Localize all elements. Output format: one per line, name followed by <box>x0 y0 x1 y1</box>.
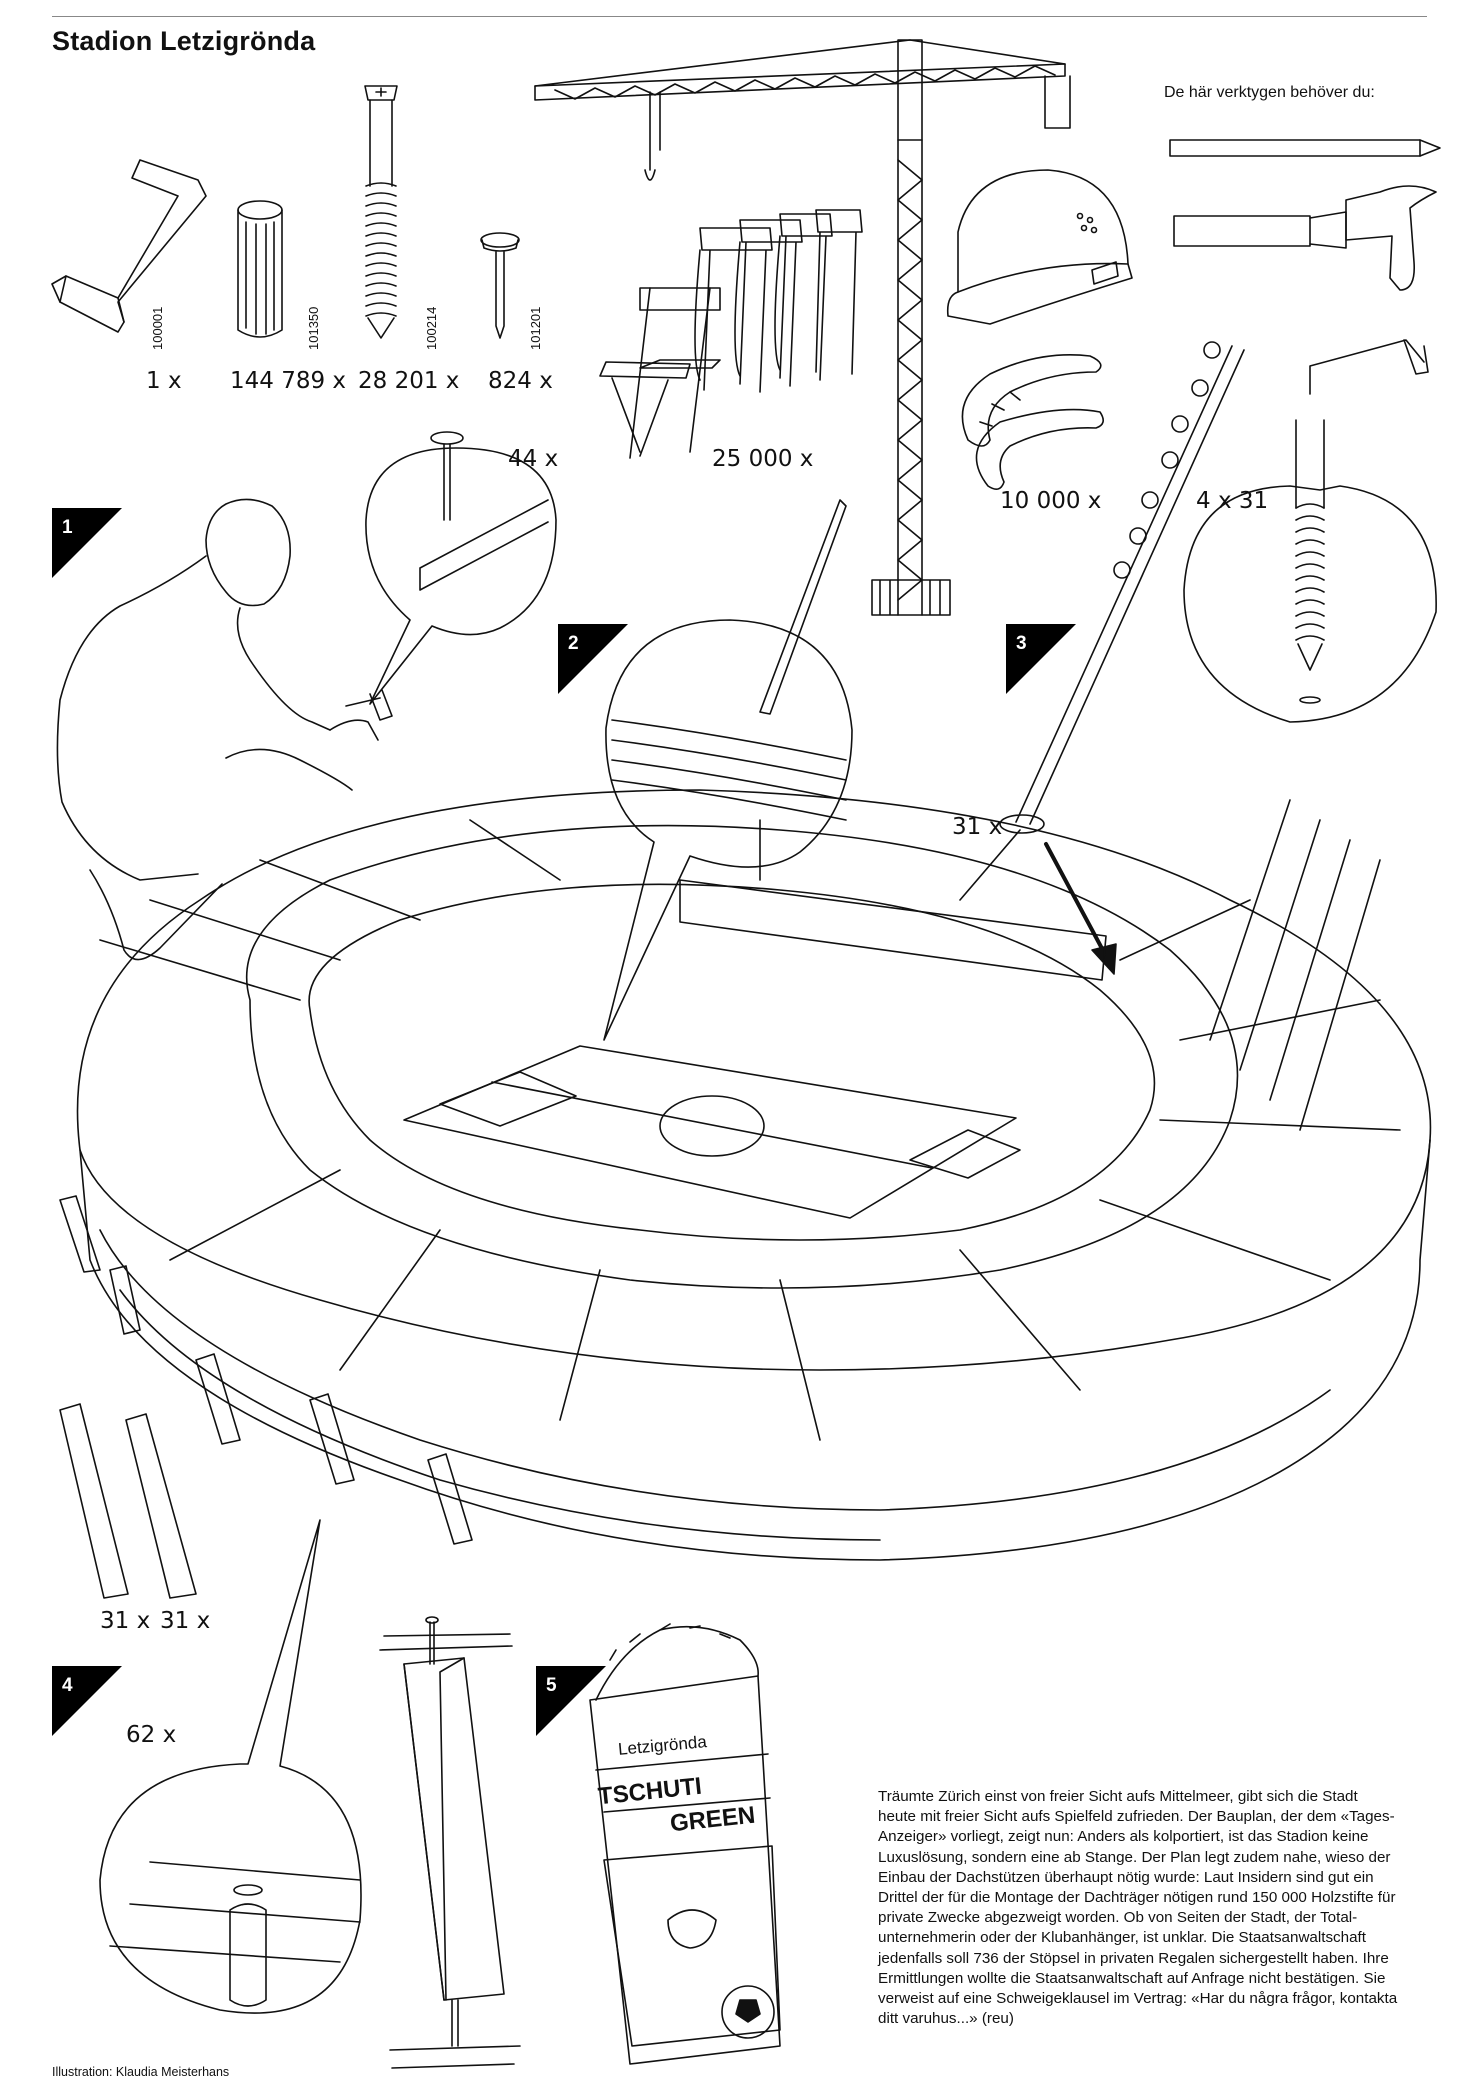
top-rule <box>52 16 1427 17</box>
nail-icon <box>481 233 519 338</box>
screw-icon <box>365 86 397 338</box>
part-count-allen-key: 1 x <box>146 368 182 394</box>
pencil-icon <box>1170 140 1440 156</box>
part-code-screw: 100214 <box>424 306 439 350</box>
part-code-dowel: 101350 <box>306 306 321 350</box>
tools-label: De här verktygen behöver du: <box>1164 84 1375 101</box>
allen-key-icon <box>52 160 206 332</box>
dowel-callout-count: 62 x <box>126 1722 177 1748</box>
roof-support-beams-icon <box>60 1196 472 1598</box>
sausages-count: 10 000 x <box>1000 488 1102 514</box>
beam-count-right: 31 x <box>160 1608 211 1634</box>
illustration-credit: Illustration: Klaudia Meisterhans <box>52 2065 230 2079</box>
folding-chairs-icon <box>600 210 862 458</box>
nail-callout-bubble <box>366 432 556 704</box>
screw-callout-bubble <box>1184 340 1436 722</box>
stadium-drawing <box>78 790 1431 1560</box>
tower-crane-icon <box>535 40 1070 615</box>
chairs-count: 25 000 x <box>712 446 814 472</box>
dowel-callout-bubble <box>100 1520 361 2013</box>
part-code-allen-key: 100001 <box>150 306 165 350</box>
part-count-screw: 28 201 x <box>358 368 460 394</box>
page-title: Stadion Letzigrönda <box>52 26 316 56</box>
beam-count-left: 31 x <box>100 1608 151 1634</box>
wooden-dowel-icon <box>238 201 282 337</box>
sausages-icon <box>962 355 1103 489</box>
hard-hat-icon <box>948 170 1132 324</box>
poles-count: 31 x <box>952 814 1003 840</box>
seed-bag-icon <box>590 1624 780 2064</box>
worker-figure <box>57 499 392 959</box>
article-text: Träumte Zürich einst von freier Sicht au… <box>878 1788 1398 2028</box>
floodlight-mast-icon <box>1000 342 1244 833</box>
hammer-icon <box>1174 186 1436 290</box>
column-with-dowel-icon <box>380 1617 520 2068</box>
part-count-nail: 824 x <box>488 368 553 394</box>
tracks-callout-bubble <box>604 500 852 1040</box>
part-count-dowel: 144 789 x <box>230 368 347 394</box>
nail-callout-count: 44 x <box>508 446 559 472</box>
part-code-nail: 101201 <box>528 306 543 350</box>
floodlight-count: 4 x 31 <box>1196 488 1269 514</box>
